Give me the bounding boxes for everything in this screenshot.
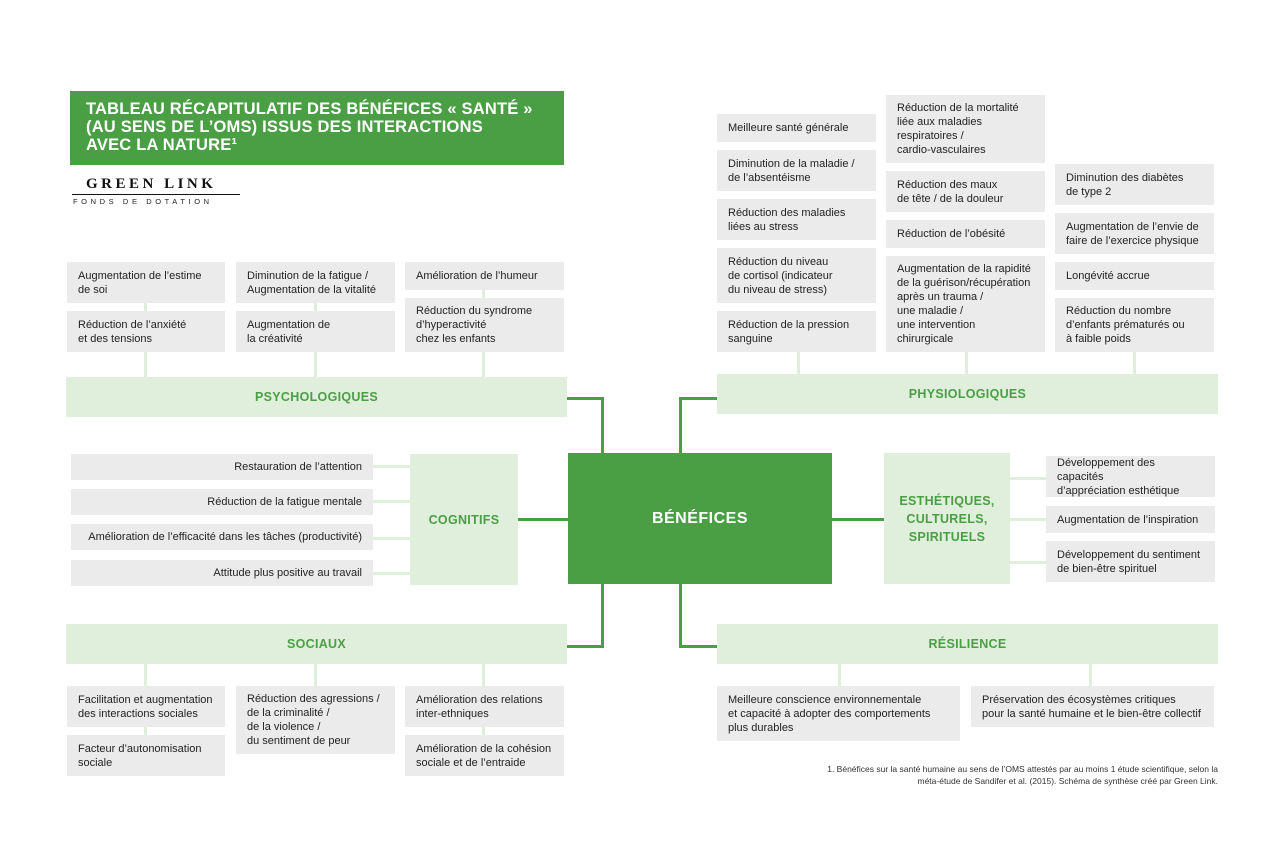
connector-physiologiques — [679, 397, 682, 453]
benefit-item: Développement des capacités d’appréciati… — [1046, 456, 1215, 497]
benefit-item: Réduction des maux de tête / de la doule… — [886, 171, 1045, 212]
category-psychologiques: PSYCHOLOGIQUES — [66, 377, 567, 417]
category-cognitifs: COGNITIFS — [410, 454, 518, 585]
center-node-benefices: BÉNÉFICES — [568, 453, 832, 584]
benefit-item: Amélioration des relations inter-ethniqu… — [405, 686, 564, 727]
benefit-item: Réduction de la pression sanguine — [717, 311, 876, 352]
benefit-item: Réduction du niveau de cortisol (indicat… — [717, 248, 876, 303]
benefit-item: Amélioration de l’efficacité dans les tâ… — [71, 524, 373, 550]
benefit-item: Amélioration de la cohésion sociale et d… — [405, 735, 564, 776]
connector — [372, 537, 410, 540]
benefit-item: Amélioration de l’humeur — [405, 262, 564, 290]
connector-resilience — [679, 584, 682, 648]
category-resilience: RÉSILIENCE — [717, 624, 1218, 664]
benefit-item: Augmentation de l’envie de faire de l’ex… — [1055, 213, 1214, 254]
benefit-item: Restauration de l’attention — [71, 454, 373, 480]
connector-psychologiques — [601, 397, 604, 453]
diagram-title: TABLEAU RÉCAPITULATIF DES BÉNÉFICES « SA… — [70, 91, 564, 165]
benefit-item: Meilleure santé générale — [717, 114, 876, 142]
benefit-item: Développement du sentiment de bien-être … — [1046, 541, 1215, 582]
benefit-item: Réduction du nombre d’enfants prématurés… — [1055, 298, 1214, 352]
benefit-item: Meilleure conscience environnementale et… — [717, 686, 960, 741]
connector — [1010, 518, 1046, 521]
benefit-item: Diminution des diabètes de type 2 — [1055, 164, 1214, 205]
connector — [1089, 664, 1092, 688]
benefit-item: Longévité accrue — [1055, 262, 1214, 290]
category-esthetiques: ESTHÉTIQUES, CULTURELS, SPIRITUELS — [884, 453, 1010, 584]
connector — [372, 572, 410, 575]
benefit-item: Facilitation et augmentation des interac… — [67, 686, 225, 727]
connector — [372, 500, 410, 503]
benefit-item: Réduction des agressions / de la crimina… — [236, 686, 395, 754]
connector-sociaux — [567, 645, 604, 648]
connector-physiologiques — [679, 397, 717, 400]
connector-sociaux — [601, 584, 604, 648]
connector-esthetiques — [832, 518, 884, 521]
connector-resilience — [679, 645, 717, 648]
category-physiologiques: PHYSIOLOGIQUES — [717, 374, 1218, 414]
connector — [838, 664, 841, 688]
logo-subtitle: FONDS DE DOTATION — [73, 197, 213, 206]
category-sociaux: SOCIAUX — [66, 624, 567, 664]
green-link-logo: GREEN LINK — [86, 176, 217, 192]
benefit-item: Augmentation de l’estime de soi — [67, 262, 225, 303]
benefit-item: Préservation des écosystèmes critiques p… — [971, 686, 1214, 727]
benefit-item: Augmentation de la créativité — [236, 311, 395, 352]
connector — [1010, 561, 1046, 564]
benefit-item: Réduction de l’obésité — [886, 220, 1045, 248]
benefit-item: Augmentation de la rapidité de la guéris… — [886, 256, 1045, 352]
benefit-item: Réduction de la fatigue mentale — [71, 489, 373, 515]
benefit-item: Facteur d’autonomisation sociale — [67, 735, 225, 776]
connector — [797, 352, 800, 374]
connector — [1010, 477, 1046, 480]
footnote: 1. Bénéfices sur la santé humaine au sen… — [827, 764, 1218, 786]
connector — [372, 465, 410, 468]
connector-psychologiques — [567, 397, 604, 400]
logo-divider — [72, 194, 240, 195]
connector-cognitifs — [518, 518, 568, 521]
benefit-item: Réduction des maladies liées au stress — [717, 199, 876, 240]
benefit-item: Augmentation de l’inspiration — [1046, 506, 1215, 533]
benefit-item: Réduction du syndrome d’hyperactivité ch… — [405, 298, 564, 352]
connector — [314, 664, 317, 688]
connector — [965, 352, 968, 374]
benefit-item: Attitude plus positive au travail — [71, 560, 373, 586]
benefit-item: Réduction de l’anxiété et des tensions — [67, 311, 225, 352]
benefit-item: Diminution de la maladie / de l’absentéi… — [717, 150, 876, 191]
benefit-item: Diminution de la fatigue / Augmentation … — [236, 262, 395, 303]
connector — [1133, 352, 1136, 374]
benefit-item: Réduction de la mortalité liée aux malad… — [886, 95, 1045, 163]
